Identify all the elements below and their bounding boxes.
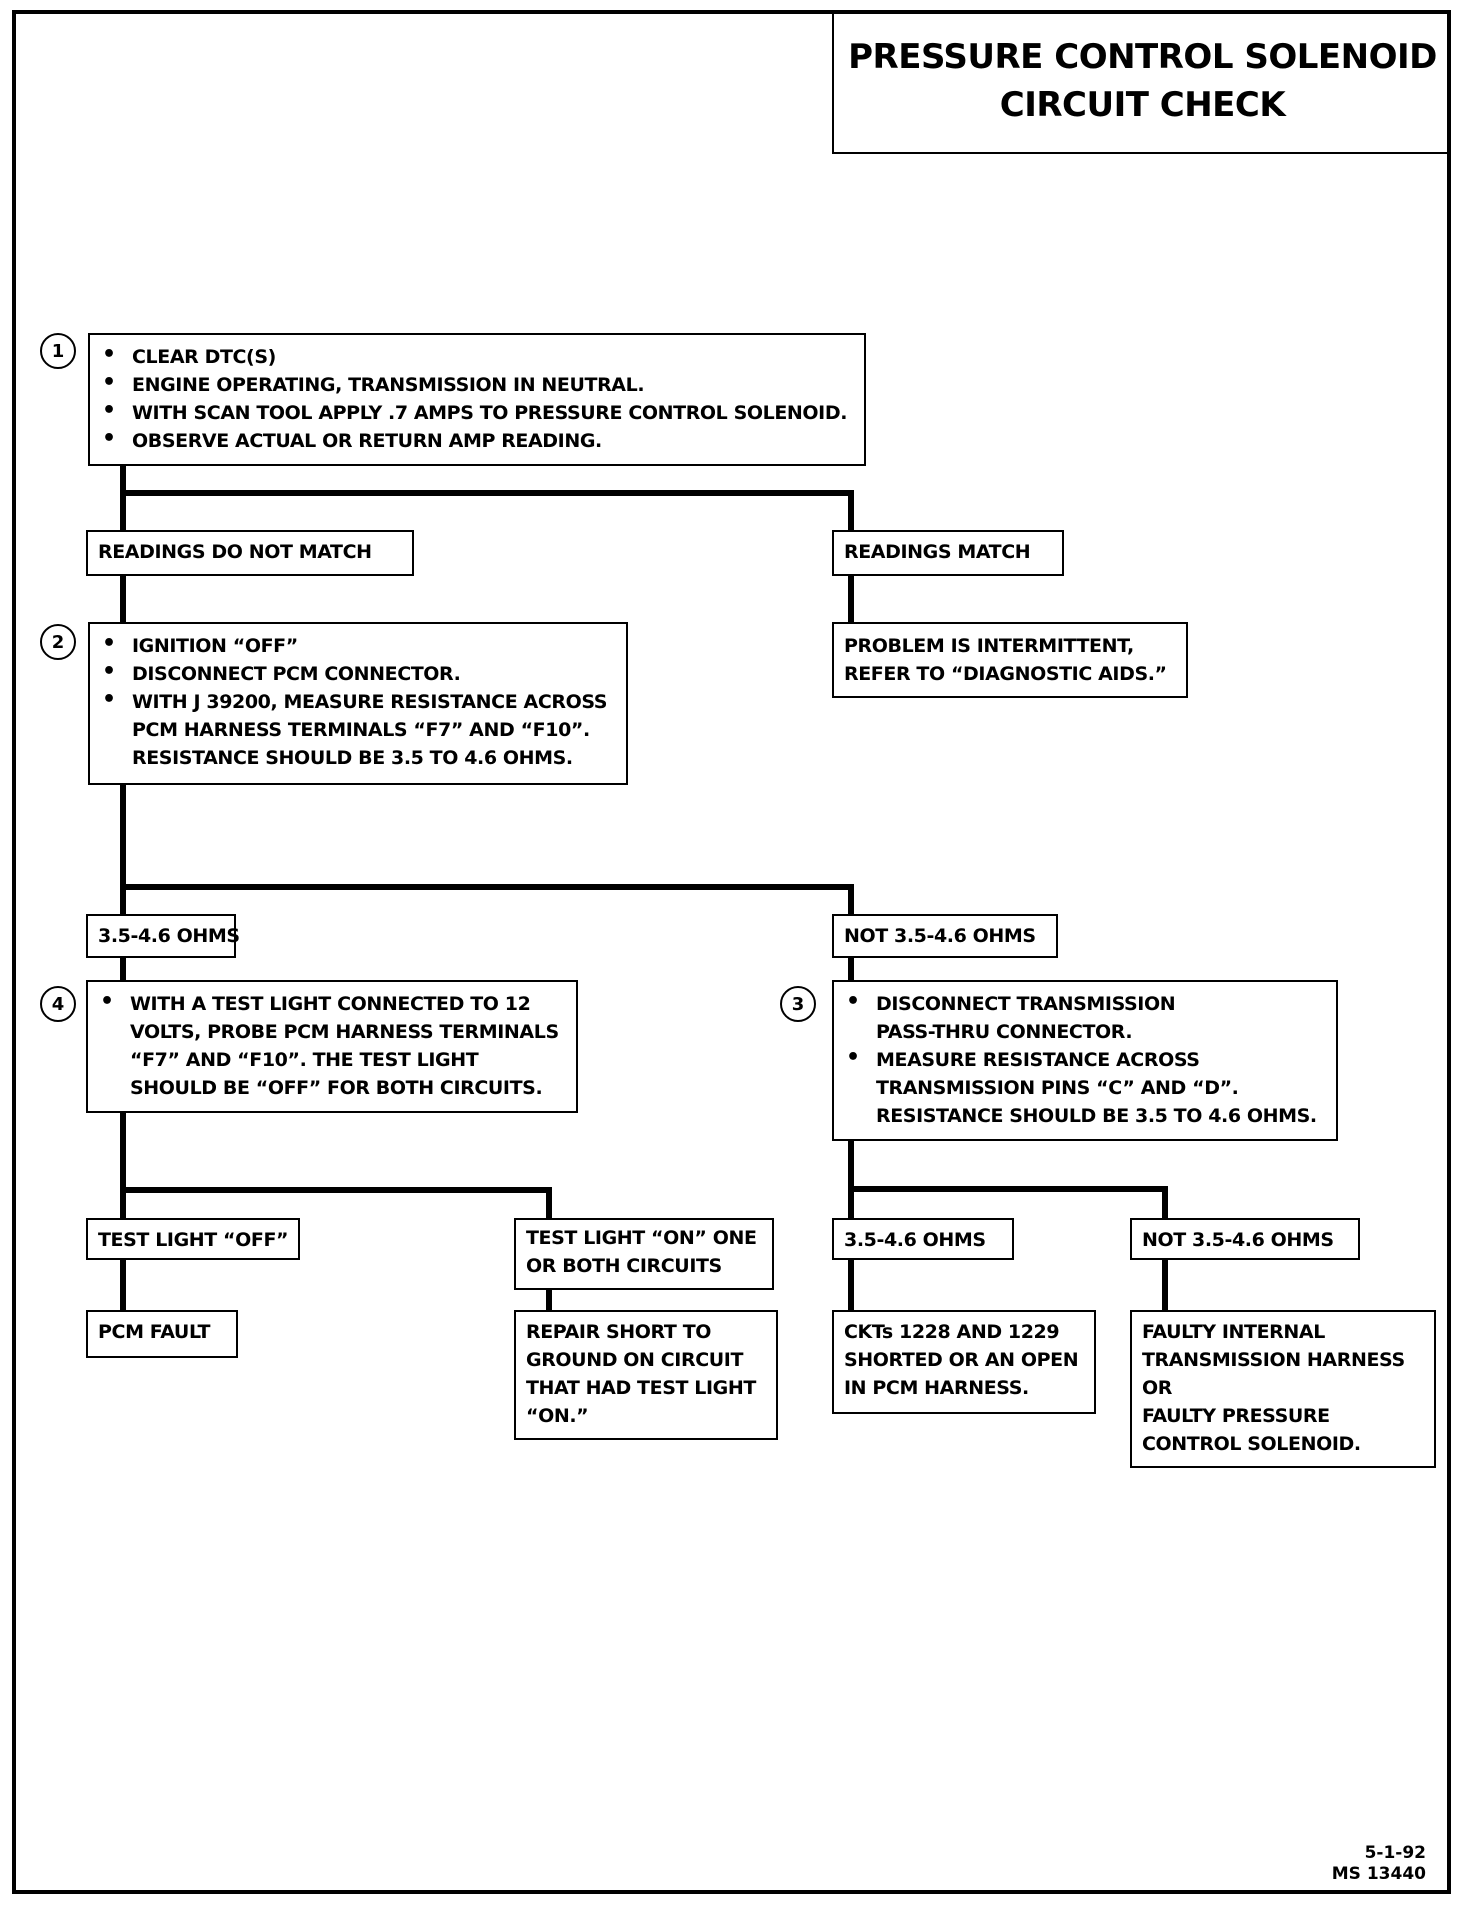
step-number: 2 xyxy=(51,631,65,653)
ckts-shorted-box: CKTs 1228 AND 1229 SHORTED OR AN OPEN IN… xyxy=(832,1310,1096,1414)
result-line: CKTs 1228 AND 1229 xyxy=(844,1321,1060,1343)
bullet-text: DISCONNECT PCM CONNECTOR. xyxy=(132,663,461,685)
result-line: TRANSMISSION HARNESS xyxy=(1142,1349,1405,1371)
connector xyxy=(120,1258,126,1310)
step-3-box: DISCONNECT TRANSMISSION PASS-THRU CONNEC… xyxy=(832,980,1338,1141)
title-line-2: CIRCUIT CHECK xyxy=(999,85,1286,125)
bullet-text: DISCONNECT TRANSMISSION xyxy=(876,993,1176,1015)
connector xyxy=(1162,1258,1168,1310)
result-line: SHORTED OR AN OPEN xyxy=(844,1349,1079,1371)
result-line: FAULTY PRESSURE xyxy=(1142,1405,1330,1427)
result-line: “ON.” xyxy=(526,1405,589,1427)
connector xyxy=(848,1258,854,1310)
step-2-box: IGNITION “OFF” DISCONNECT PCM CONNECTOR.… xyxy=(88,622,628,785)
readings-do-not-match-label: READINGS DO NOT MATCH xyxy=(86,530,414,576)
readings-match-label: READINGS MATCH xyxy=(832,530,1064,576)
title-box: PRESSURE CONTROL SOLENOID CIRCUIT CHECK xyxy=(832,10,1451,154)
bullet-item: WITH J 39200, MEASURE RESISTANCE ACROSS … xyxy=(102,686,618,772)
bullet-item: DISCONNECT TRANSMISSION PASS-THRU CONNEC… xyxy=(846,988,1328,1046)
bullet-item: DISCONNECT PCM CONNECTOR. xyxy=(102,658,618,688)
connector xyxy=(120,884,854,890)
connector xyxy=(848,884,854,915)
ohms-not-ok-label: NOT 3.5-4.6 OHMS xyxy=(832,914,1058,958)
bullet-text: PCM HARNESS TERMINALS “F7” AND “F10”. xyxy=(132,719,590,741)
bullet-text: RESISTANCE SHOULD BE 3.5 TO 4.6 OHMS. xyxy=(132,747,573,769)
connector xyxy=(120,1112,126,1220)
connector xyxy=(1162,1186,1168,1220)
footer-code: MS 13440 xyxy=(1331,1864,1426,1884)
connector xyxy=(848,574,854,622)
bullet-item: WITH A TEST LIGHT CONNECTED TO 12 VOLTS,… xyxy=(100,988,568,1102)
result-line: THAT HAD TEST LIGHT xyxy=(526,1377,756,1399)
step-1-box: CLEAR DTC(S) ENGINE OPERATING, TRANSMISS… xyxy=(88,333,866,466)
title-line-1: PRESSURE CONTROL SOLENOID xyxy=(848,37,1437,77)
bullet-text: PASS-THRU CONNECTOR. xyxy=(876,1021,1133,1043)
connector xyxy=(120,1187,552,1193)
connector xyxy=(120,490,854,496)
bullet-item: CLEAR DTC(S) xyxy=(102,341,856,371)
result-line: OR xyxy=(1142,1377,1172,1399)
connector xyxy=(120,784,126,916)
connector xyxy=(848,1140,854,1220)
intermittent-line-2: REFER TO “DIAGNOSTIC AIDS.” xyxy=(844,663,1167,685)
step3-ohms-not-ok-label: NOT 3.5-4.6 OHMS xyxy=(1130,1218,1360,1260)
ohms-ok-label: 3.5-4.6 OHMS xyxy=(86,914,240,958)
result-line: GROUND ON CIRCUIT xyxy=(526,1349,744,1371)
connector xyxy=(120,465,126,530)
step-4-marker: 4 xyxy=(40,986,76,1022)
step3-ohms-ok-label: 3.5-4.6 OHMS xyxy=(832,1218,1014,1260)
bullet-item: IGNITION “OFF” xyxy=(102,630,618,660)
bullet-item: ENGINE OPERATING, TRANSMISSION IN NEUTRA… xyxy=(102,369,856,399)
result-line: IN PCM HARNESS. xyxy=(844,1377,1029,1399)
bullet-item: MEASURE RESISTANCE ACROSS TRANSMISSION P… xyxy=(846,1044,1328,1130)
bullet-text: VOLTS, PROBE PCM HARNESS TERMINALS xyxy=(130,1021,559,1043)
page-border xyxy=(12,10,1451,1894)
bullet-text: WITH J 39200, MEASURE RESISTANCE ACROSS xyxy=(132,691,608,713)
bullet-text: CLEAR DTC(S) xyxy=(132,346,276,368)
pcm-fault-box: PCM FAULT xyxy=(86,1310,238,1358)
repair-short-box: REPAIR SHORT TO GROUND ON CIRCUIT THAT H… xyxy=(514,1310,778,1440)
step-3-marker: 3 xyxy=(780,986,816,1022)
footer: 5-1-92 MS 13440 xyxy=(1332,1843,1426,1885)
step-1-marker: 1 xyxy=(40,333,76,369)
connector xyxy=(848,490,854,530)
intermittent-line-1: PROBLEM IS INTERMITTENT, xyxy=(844,635,1134,657)
bullet-text: TRANSMISSION PINS “C” AND “D”. xyxy=(876,1077,1239,1099)
bullet-text: SHOULD BE “OFF” FOR BOTH CIRCUITS. xyxy=(130,1077,543,1099)
bullet-text: IGNITION “OFF” xyxy=(132,635,298,657)
bullet-text: “F7” AND “F10”. THE TEST LIGHT xyxy=(130,1049,479,1071)
step-2-marker: 2 xyxy=(40,624,76,660)
bullet-text: MEASURE RESISTANCE ACROSS xyxy=(876,1049,1200,1071)
bullet-item: OBSERVE ACTUAL OR RETURN AMP READING. xyxy=(102,425,856,455)
result-line: CONTROL SOLENOID. xyxy=(1142,1433,1361,1455)
step-4-box: WITH A TEST LIGHT CONNECTED TO 12 VOLTS,… xyxy=(86,980,578,1113)
intermittent-box: PROBLEM IS INTERMITTENT, REFER TO “DIAGN… xyxy=(832,622,1188,698)
bullet-text: ENGINE OPERATING, TRANSMISSION IN NEUTRA… xyxy=(132,374,645,396)
bullet-item: WITH SCAN TOOL APPLY .7 AMPS TO PRESSURE… xyxy=(102,397,856,427)
bullet-text: WITH SCAN TOOL APPLY .7 AMPS TO PRESSURE… xyxy=(132,402,848,424)
footer-date: 5-1-92 xyxy=(1364,1843,1426,1863)
connector xyxy=(848,957,854,980)
connector xyxy=(848,1186,1168,1192)
connector xyxy=(120,574,126,622)
bullet-text: WITH A TEST LIGHT CONNECTED TO 12 xyxy=(130,993,531,1015)
test-light-on-line-1: TEST LIGHT “ON” ONE xyxy=(526,1227,757,1249)
test-light-off-label: TEST LIGHT “OFF” xyxy=(86,1218,300,1260)
connector xyxy=(546,1288,552,1310)
result-line: FAULTY INTERNAL xyxy=(1142,1321,1325,1343)
step-number: 1 xyxy=(51,340,65,362)
test-light-on-label: TEST LIGHT “ON” ONE OR BOTH CIRCUITS xyxy=(514,1218,774,1290)
result-line: REPAIR SHORT TO xyxy=(526,1321,712,1343)
step-number: 4 xyxy=(51,993,65,1015)
connector xyxy=(546,1187,552,1220)
step-number: 3 xyxy=(791,993,805,1015)
page-title: PRESSURE CONTROL SOLENOID CIRCUIT CHECK xyxy=(848,33,1437,129)
test-light-on-line-2: OR BOTH CIRCUITS xyxy=(526,1255,722,1277)
faulty-internal-box: FAULTY INTERNAL TRANSMISSION HARNESS OR … xyxy=(1130,1310,1436,1468)
connector xyxy=(120,956,126,980)
bullet-text: OBSERVE ACTUAL OR RETURN AMP READING. xyxy=(132,430,602,452)
bullet-text: RESISTANCE SHOULD BE 3.5 TO 4.6 OHMS. xyxy=(876,1105,1317,1127)
